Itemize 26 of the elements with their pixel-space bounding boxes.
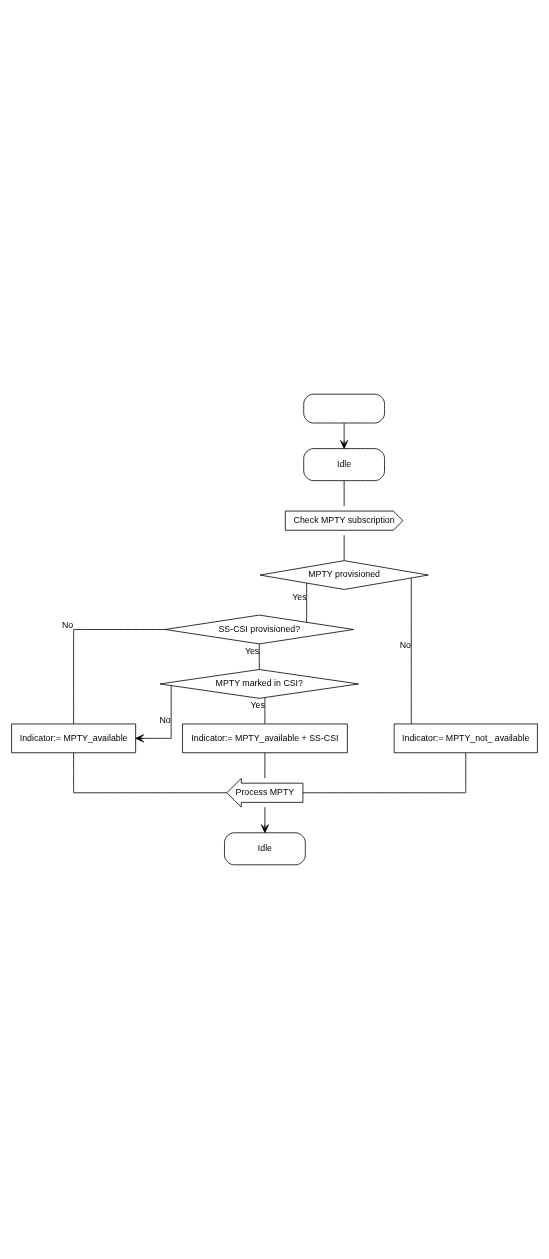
node-box: Indicator:= MPTY_available bbox=[11, 723, 137, 754]
edge-label: No bbox=[399, 640, 411, 651]
node-box: Idle bbox=[303, 448, 385, 482]
connector bbox=[302, 752, 467, 794]
node-diamond: SS-CSI provisioned? bbox=[164, 614, 354, 645]
edge-label: Yes bbox=[250, 700, 265, 711]
node-box: Indicator:= MPTY_not_ available bbox=[393, 723, 538, 754]
connector bbox=[306, 582, 308, 623]
node-diamond: MPTY marked in CSI? bbox=[159, 669, 359, 699]
connector bbox=[73, 629, 166, 725]
connector bbox=[73, 752, 228, 794]
connector bbox=[258, 643, 260, 670]
edge-label: No bbox=[159, 715, 171, 726]
connector bbox=[343, 534, 345, 561]
node-box: Idle bbox=[224, 832, 306, 866]
edge-label: Yes bbox=[244, 646, 260, 657]
node-box: Indicator:= MPTY_available + SS-CSI bbox=[182, 723, 348, 754]
node-capsule bbox=[303, 393, 385, 424]
connector bbox=[343, 480, 345, 507]
arrow bbox=[260, 806, 269, 834]
connector bbox=[264, 697, 266, 725]
connector bbox=[410, 577, 412, 725]
arrow bbox=[340, 422, 349, 449]
arrow bbox=[135, 685, 172, 743]
node-diamond: MPTY provisioned bbox=[259, 560, 429, 590]
edge-label: No bbox=[61, 620, 74, 631]
